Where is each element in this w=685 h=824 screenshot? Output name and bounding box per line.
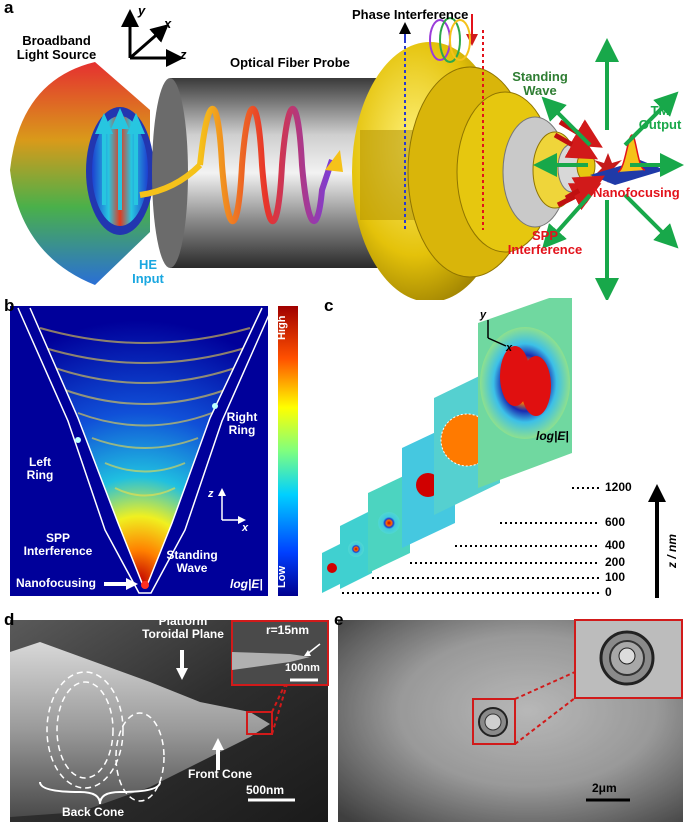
panel-label-c: c [324, 296, 334, 315]
z-tick-1200: 1200 [605, 480, 632, 494]
nanofocus-star [594, 153, 622, 183]
axis-z-label: z [180, 47, 187, 62]
panel-c-slices [322, 298, 666, 598]
panel-label-d: d [4, 610, 15, 629]
left-ring-line1: Left [29, 455, 51, 469]
panel-e-sem [338, 619, 683, 822]
spp-line2: Interference [507, 242, 583, 258]
platform-line2: Toroidal Plane [142, 627, 224, 642]
fiber-probe-label: Optical Fiber Probe [230, 55, 350, 70]
panel-label-a: a [4, 0, 14, 17]
spp-interference-label-a: SPP Interference [495, 228, 595, 258]
panel-b-simulation [10, 306, 298, 596]
field-slices [322, 298, 572, 593]
standing-wave-label: Standing Wave [500, 69, 580, 99]
panel-c: c y x log|E| 1200 600 400 200 100 0 z / … [310, 296, 685, 608]
right-ring-line2: Ring [228, 423, 256, 438]
axis-y-label-c: y [480, 309, 487, 321]
spp-interference-label-b: SPP Interference [18, 531, 98, 559]
panel-b: b Right Ring Left Ring SPP Interference … [0, 296, 310, 608]
guided-wave [197, 106, 335, 225]
source-label-line1: Broadband [22, 33, 91, 48]
z-axis-label: z / nm [665, 533, 679, 568]
standing-wave-line2: Wave [523, 83, 557, 99]
field-label-c: log|E| [536, 429, 569, 443]
colorbar [278, 306, 298, 596]
axis-x-label-c: x [506, 342, 513, 354]
inset-radius-label: r=15nm [266, 623, 310, 637]
he-input-label: HE Input [128, 257, 168, 287]
panel-label-e: e [334, 610, 344, 629]
nanofocusing-label-a: Nanofocusing [593, 185, 680, 200]
panel-a-illustration [10, 9, 684, 300]
nanofocusing-label-b: Nanofocusing [16, 576, 96, 590]
z-tick-0: 0 [605, 585, 612, 599]
panel-a: a Broadband Light Source y x z Optical F… [0, 0, 685, 300]
right-ring-line1: Right [226, 410, 258, 424]
panel-d-sem [10, 620, 329, 822]
field-label-b: log|E| [230, 577, 263, 591]
scale-bar-d: 500nm [246, 783, 285, 797]
he-line2: Input [132, 271, 164, 287]
standing-wave-label-b: Standing Wave [162, 548, 222, 576]
source-label-line2: Light Source [16, 47, 97, 63]
spp-line1: SPP [531, 228, 558, 243]
inset-scale-label: 100nm [285, 662, 320, 674]
z-tick-200: 200 [605, 555, 626, 569]
platform-label: Platform Toroidal Plane [128, 614, 238, 642]
source-label: Broadband Light Source [4, 33, 109, 63]
tm-output-line1: TM [650, 103, 670, 118]
axes-icon [121, 9, 184, 67]
z-tick-100: 100 [605, 570, 626, 584]
tm-output-line2: Output [638, 117, 682, 133]
right-ring-label: Right Ring [222, 410, 262, 438]
tm-output-label: TM Output [636, 103, 684, 133]
z-tick-400: 400 [605, 538, 626, 552]
panel-label-b: b [4, 296, 15, 315]
axis-z-label-b: z [208, 488, 214, 500]
spp-b-line1: SPP [45, 531, 70, 545]
axis-x-label: x [164, 16, 172, 31]
front-cone-label: Front Cone [188, 767, 252, 781]
z-tick-600: 600 [605, 515, 626, 529]
standing-b-line2: Wave [176, 561, 208, 576]
phase-interference-label: Phase Interference [352, 7, 469, 22]
he-line1: HE [138, 257, 158, 272]
colorbar-low-label: Low [276, 566, 288, 588]
standing-wave-line1: Standing [512, 69, 568, 84]
standing-b-line1: Standing [166, 548, 218, 562]
platform-line1: Platform [158, 614, 208, 628]
scale-bar-e: 2μm [592, 781, 617, 795]
panel-e: e 2μm [330, 610, 685, 824]
spp-b-line2: Interference [23, 544, 93, 559]
colorbar-high-label: High [276, 315, 288, 340]
back-cone-label: Back Cone [62, 805, 125, 819]
left-ring-line2: Ring [26, 468, 54, 483]
left-ring-label: Left Ring [22, 455, 58, 483]
axis-x-label-b: x [242, 522, 249, 534]
axis-y-label: y [138, 3, 146, 18]
panel-d: d Platform Toroidal Plane r=15nm 100nm F… [0, 610, 330, 824]
